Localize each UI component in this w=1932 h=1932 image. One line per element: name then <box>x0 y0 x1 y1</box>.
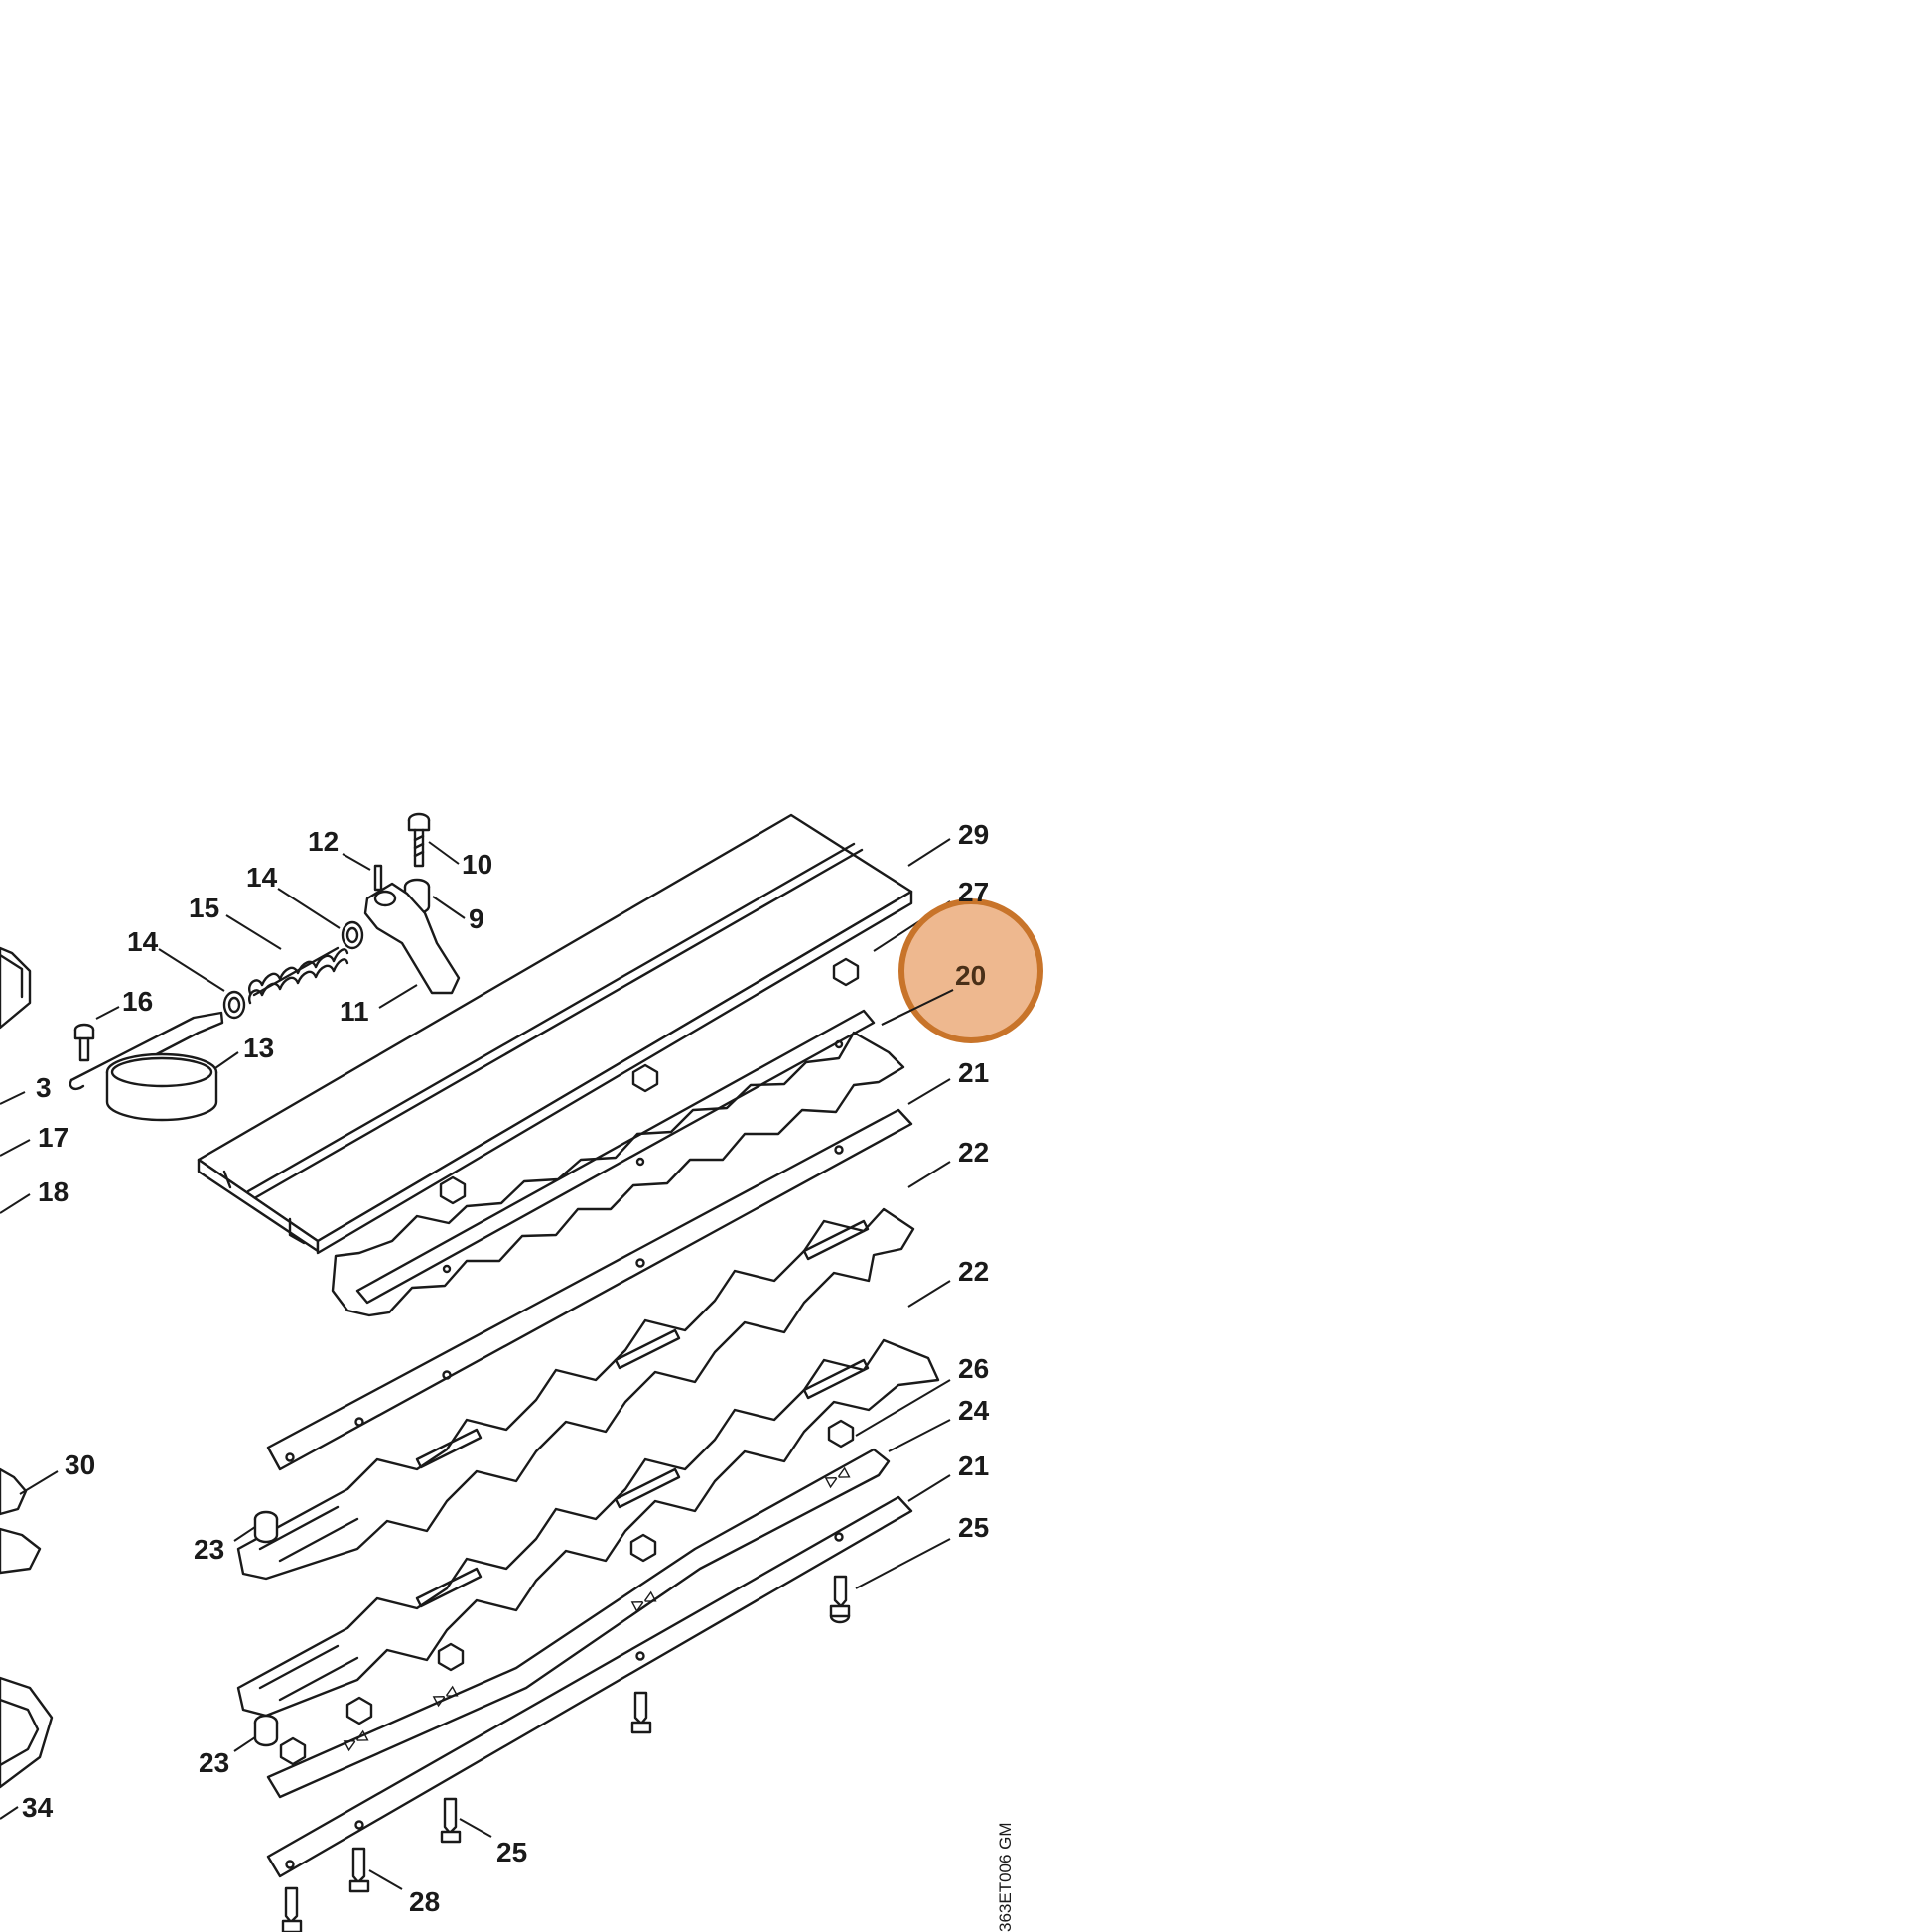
spacer-bushings-23 <box>253 1510 279 1747</box>
upper-cutter-blade <box>331 1009 905 1317</box>
callout-18[interactable]: 18 <box>38 1176 69 1207</box>
clamp-13 <box>69 1011 224 1122</box>
spring-15 <box>248 946 349 1005</box>
callout-14-upper[interactable]: 14 <box>246 862 278 893</box>
callout-13[interactable]: 13 <box>243 1033 274 1063</box>
washers-14 <box>222 920 364 1020</box>
callout-24[interactable]: 24 <box>958 1395 990 1426</box>
lever-11 <box>363 882 461 995</box>
housing-part-bottom <box>0 1676 54 1789</box>
housing-part-mid <box>0 1467 42 1575</box>
callout-26[interactable]: 26 <box>958 1353 989 1384</box>
callout-9[interactable]: 9 <box>469 903 484 934</box>
screw-16 <box>73 1023 95 1062</box>
cutter-blade-22-upper <box>236 1207 915 1581</box>
callout-11[interactable]: 11 <box>340 996 369 1027</box>
callout-27[interactable]: 27 <box>958 877 989 907</box>
callout-21-lower[interactable]: 21 <box>958 1450 989 1481</box>
spacer-strip-24: ᐅᐊ ᐅᐊ ᐅᐊ ᐅᐊ <box>266 1448 891 1799</box>
callout-3[interactable]: 3 <box>36 1072 52 1103</box>
callout-labels: 29 27 20 21 22 22 26 24 21 25 12 10 14 9… <box>22 819 990 1917</box>
callout-30[interactable]: 30 <box>65 1449 95 1480</box>
drawing-code: 363ET006 GM <box>996 1822 1015 1932</box>
callout-22-upper[interactable]: 22 <box>958 1137 989 1168</box>
cutter-blade-22-lower <box>236 1338 940 1718</box>
callout-20[interactable]: 20 <box>955 960 986 991</box>
callout-21-upper[interactable]: 21 <box>958 1057 989 1088</box>
screw-10 <box>407 812 431 868</box>
callout-28[interactable]: 28 <box>409 1886 440 1917</box>
nuts <box>279 957 860 1766</box>
callout-23-upper[interactable]: 23 <box>194 1534 224 1565</box>
pin-12 <box>373 864 383 892</box>
callout-23-lower[interactable]: 23 <box>199 1747 229 1778</box>
callout-22-lower[interactable]: 22 <box>958 1256 989 1287</box>
callout-34[interactable]: 34 <box>22 1792 54 1823</box>
callout-16[interactable]: 16 <box>122 986 153 1017</box>
callout-12[interactable]: 12 <box>308 826 339 857</box>
callout-10[interactable]: 10 <box>462 849 492 880</box>
callout-15[interactable]: 15 <box>189 893 219 923</box>
highlight-circle[interactable] <box>898 898 1043 1043</box>
housing-part-top <box>0 946 32 1030</box>
callout-25-right[interactable]: 25 <box>958 1512 989 1543</box>
screws <box>281 1575 851 1932</box>
callout-14-lower[interactable]: 14 <box>127 926 159 957</box>
strip-21-lower <box>266 1495 913 1878</box>
blade-cover <box>197 813 913 1255</box>
callout-25-bottom[interactable]: 25 <box>496 1837 527 1867</box>
callout-29[interactable]: 29 <box>958 819 989 850</box>
strip-21-upper <box>266 1108 913 1471</box>
callout-17[interactable]: 17 <box>38 1122 69 1153</box>
